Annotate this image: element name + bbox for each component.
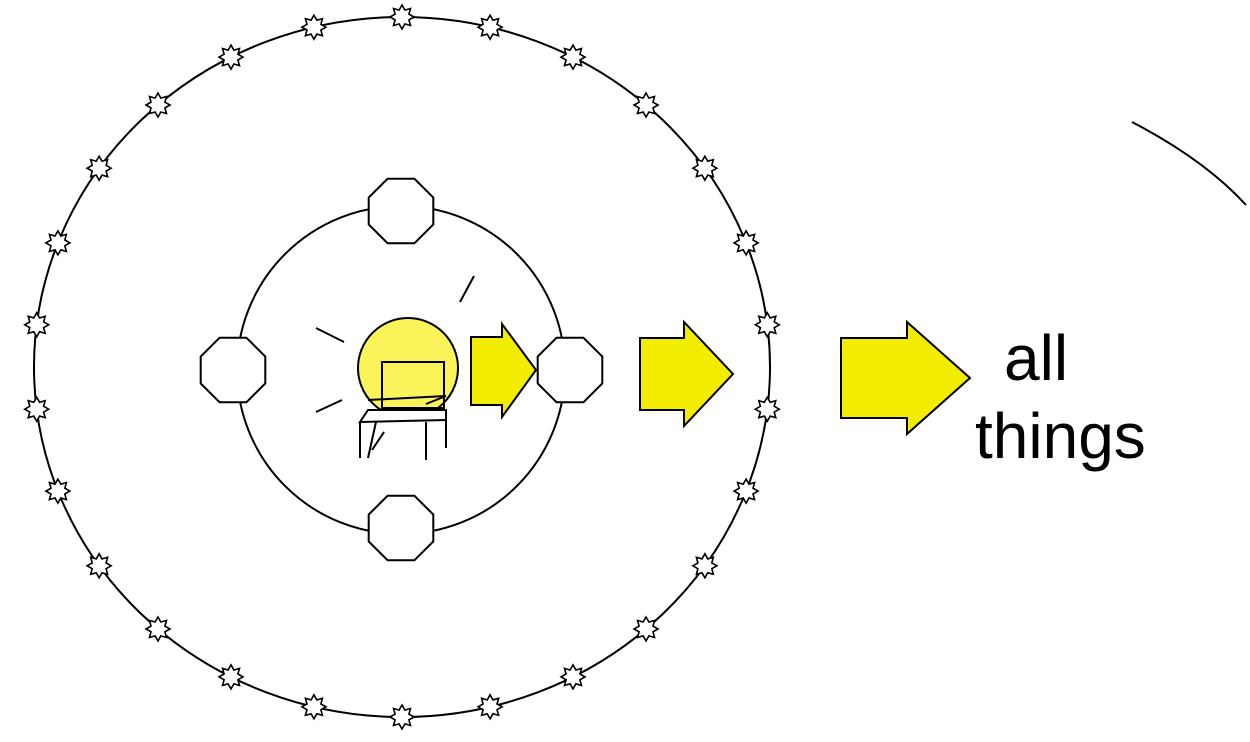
octagon-icon — [199, 336, 267, 404]
star-icon — [691, 552, 719, 580]
label-line-1: all — [1004, 322, 1068, 394]
chair-seat — [358, 409, 447, 424]
ray-right-top — [459, 275, 475, 303]
star-icon — [85, 154, 113, 182]
lamp-icon — [315, 275, 475, 419]
star-icon — [388, 3, 416, 31]
star-icon — [23, 311, 51, 339]
ray-left-top — [315, 327, 345, 343]
star-icon — [44, 229, 72, 257]
star-icon — [217, 663, 245, 691]
chair-diag-2 — [425, 395, 447, 405]
star-icon — [144, 91, 172, 119]
chair-back — [381, 361, 445, 409]
label-line-2: things — [975, 400, 1146, 472]
star-icon — [559, 43, 587, 71]
octagon-icon — [367, 177, 435, 245]
star-icon — [217, 43, 245, 71]
star-icon — [559, 663, 587, 691]
star-icon — [476, 13, 504, 41]
star-icon — [300, 693, 328, 721]
chair-seat-edge — [367, 395, 447, 401]
star-icon — [476, 693, 504, 721]
arrows — [470, 319, 972, 437]
star-icon — [144, 615, 172, 643]
ray-left-bottom — [315, 399, 343, 413]
all-things-label: all things — [975, 322, 1146, 472]
star-icon — [632, 615, 660, 643]
octagon-icon — [367, 494, 435, 562]
chair-diag — [371, 431, 385, 451]
octagon-icon — [536, 336, 604, 404]
outer-ring-stars — [23, 3, 781, 731]
star-icon — [632, 91, 660, 119]
right-arrow-icon — [840, 319, 972, 437]
star-icon — [300, 13, 328, 41]
right-arrow-icon — [470, 320, 538, 421]
star-icon — [732, 229, 760, 257]
star-icon — [44, 477, 72, 505]
star-icon — [691, 154, 719, 182]
star-icon — [23, 395, 51, 423]
star-icon — [388, 703, 416, 731]
star-icon — [732, 477, 760, 505]
star-icon — [753, 395, 781, 423]
chair-icon — [358, 361, 447, 460]
inner-ring-octagons — [199, 177, 604, 562]
far-arc — [1131, 121, 1247, 206]
star-icon — [85, 552, 113, 580]
chair-leg-2 — [367, 421, 377, 459]
right-arrow-icon — [639, 319, 735, 429]
star-icon — [753, 311, 781, 339]
